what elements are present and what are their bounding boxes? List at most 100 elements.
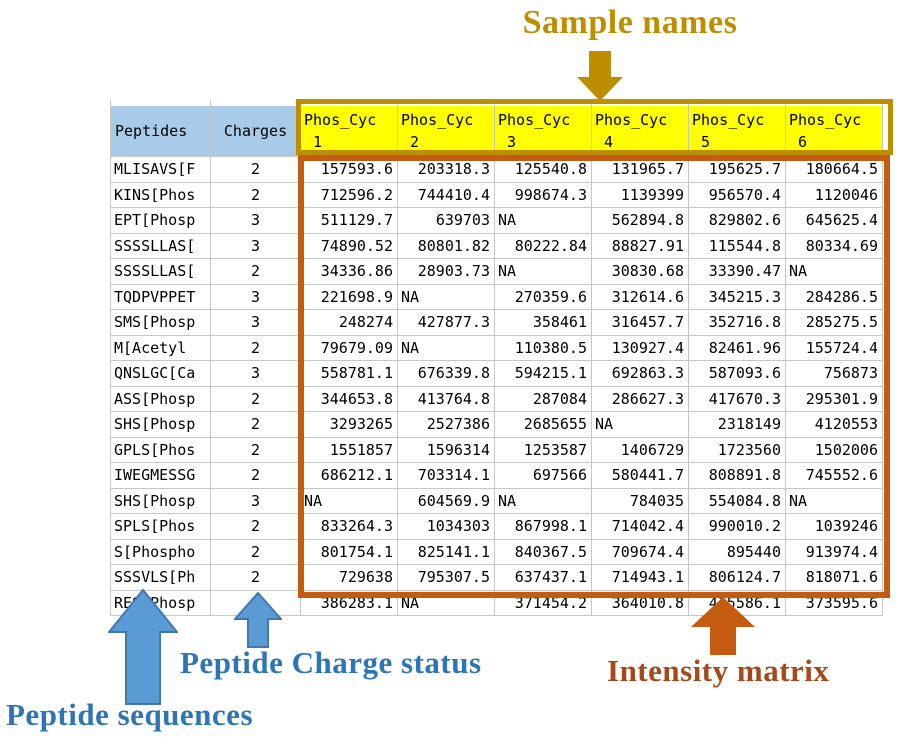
intensity-value-cell[interactable]: 554084.8: [688, 488, 786, 514]
intensity-value-cell[interactable]: 829802.6: [688, 207, 786, 234]
charge-cell[interactable]: 2: [210, 411, 301, 438]
intensity-value-cell[interactable]: 686212.1: [300, 462, 398, 489]
intensity-value-cell[interactable]: 358461: [494, 309, 592, 336]
charge-cell[interactable]: 2: [210, 539, 301, 565]
intensity-value-cell[interactable]: 110380.5: [494, 335, 592, 361]
intensity-value-cell[interactable]: 180664.5: [785, 156, 883, 183]
charge-cell[interactable]: 3: [210, 360, 301, 387]
intensity-value-cell[interactable]: 692863.3: [591, 360, 689, 387]
intensity-value-cell[interactable]: 703314.1: [397, 462, 495, 489]
intensity-value-cell[interactable]: 30830.68: [591, 258, 689, 285]
intensity-value-cell[interactable]: 221698.9: [300, 284, 398, 310]
peptide-cell[interactable]: IWEGMESSG: [110, 462, 211, 489]
peptides-column-header[interactable]: Peptides: [110, 106, 211, 157]
intensity-value-cell[interactable]: 795307.5: [397, 564, 495, 591]
intensity-value-cell[interactable]: 88827.91: [591, 233, 689, 259]
intensity-value-cell[interactable]: 756873: [785, 360, 883, 387]
intensity-value-cell[interactable]: 998674.3: [494, 182, 592, 208]
intensity-value-cell[interactable]: 639703: [397, 207, 495, 234]
intensity-value-cell[interactable]: 295301.9: [785, 386, 883, 412]
charge-cell[interactable]: 3: [210, 488, 301, 514]
intensity-value-cell[interactable]: 285275.5: [785, 309, 883, 336]
intensity-value-cell[interactable]: NA: [494, 258, 592, 285]
intensity-value-cell[interactable]: 413764.8: [397, 386, 495, 412]
peptide-cell[interactable]: SHS[Phosp: [110, 488, 211, 514]
intensity-value-cell[interactable]: 312614.6: [591, 284, 689, 310]
intensity-value-cell[interactable]: 270359.6: [494, 284, 592, 310]
intensity-value-cell[interactable]: 373595.6: [785, 590, 883, 616]
peptide-cell[interactable]: EPT[Phosp: [110, 207, 211, 234]
intensity-value-cell[interactable]: 801754.1: [300, 539, 398, 565]
charge-cell[interactable]: 2: [210, 182, 301, 208]
intensity-value-cell[interactable]: 1139399: [591, 182, 689, 208]
sample-column-header[interactable]: Phos_Cyc_6: [785, 106, 883, 157]
intensity-value-cell[interactable]: 808891.8: [688, 462, 786, 489]
intensity-value-cell[interactable]: 130927.4: [591, 335, 689, 361]
intensity-value-cell[interactable]: 287084: [494, 386, 592, 412]
sample-column-header[interactable]: Phos_Cyc_2: [397, 106, 495, 157]
intensity-value-cell[interactable]: 28903.73: [397, 258, 495, 285]
intensity-value-cell[interactable]: 562894.8: [591, 207, 689, 234]
intensity-value-cell[interactable]: 825141.1: [397, 539, 495, 565]
intensity-value-cell[interactable]: 2685655: [494, 411, 592, 438]
sample-column-header[interactable]: Phos_Cyc_5: [688, 106, 786, 157]
intensity-value-cell[interactable]: 74890.52: [300, 233, 398, 259]
intensity-value-cell[interactable]: 80334.69: [785, 233, 883, 259]
intensity-value-cell[interactable]: 157593.6: [300, 156, 398, 183]
intensity-value-cell[interactable]: NA: [785, 258, 883, 285]
intensity-value-cell[interactable]: 1723560: [688, 437, 786, 463]
intensity-value-cell[interactable]: 511129.7: [300, 207, 398, 234]
intensity-value-cell[interactable]: NA: [300, 488, 398, 514]
intensity-value-cell[interactable]: NA: [397, 590, 495, 616]
peptide-cell[interactable]: GPLS[Phos: [110, 437, 211, 463]
intensity-value-cell[interactable]: 1253587: [494, 437, 592, 463]
charges-column-header[interactable]: Charges: [210, 106, 301, 157]
intensity-value-cell[interactable]: 1502006: [785, 437, 883, 463]
charge-cell[interactable]: 2: [210, 564, 301, 591]
peptide-cell[interactable]: QNSLGC[Ca: [110, 360, 211, 387]
peptide-cell[interactable]: SPLS[Phos: [110, 513, 211, 540]
sample-column-header[interactable]: Phos_Cyc_3: [494, 106, 592, 157]
intensity-value-cell[interactable]: 744410.4: [397, 182, 495, 208]
intensity-value-cell[interactable]: 1596314: [397, 437, 495, 463]
intensity-value-cell[interactable]: 840367.5: [494, 539, 592, 565]
intensity-value-cell[interactable]: 645625.4: [785, 207, 883, 234]
sample-column-header[interactable]: Phos_Cyc_1: [300, 106, 398, 157]
intensity-value-cell[interactable]: 248274: [300, 309, 398, 336]
charge-cell[interactable]: 3: [210, 309, 301, 336]
intensity-value-cell[interactable]: NA: [494, 207, 592, 234]
intensity-value-cell[interactable]: 364010.8: [591, 590, 689, 616]
intensity-value-cell[interactable]: 1406729: [591, 437, 689, 463]
intensity-value-cell[interactable]: 587093.6: [688, 360, 786, 387]
intensity-value-cell[interactable]: 637437.1: [494, 564, 592, 591]
intensity-value-cell[interactable]: 79679.09: [300, 335, 398, 361]
intensity-value-cell[interactable]: 712596.2: [300, 182, 398, 208]
peptide-cell[interactable]: S[Phospho: [110, 539, 211, 565]
intensity-value-cell[interactable]: 580441.7: [591, 462, 689, 489]
charge-cell[interactable]: 2: [210, 156, 301, 183]
peptide-cell[interactable]: KINS[Phos: [110, 182, 211, 208]
intensity-value-cell[interactable]: 956570.4: [688, 182, 786, 208]
charge-cell[interactable]: 3: [210, 233, 301, 259]
intensity-value-cell[interactable]: 34336.86: [300, 258, 398, 285]
intensity-value-cell[interactable]: 125540.8: [494, 156, 592, 183]
intensity-value-cell[interactable]: 2318149: [688, 411, 786, 438]
peptide-cell[interactable]: MLISAVS[F: [110, 156, 211, 183]
intensity-value-cell[interactable]: 344653.8: [300, 386, 398, 412]
charge-cell[interactable]: 2: [210, 386, 301, 412]
intensity-value-cell[interactable]: 284286.5: [785, 284, 883, 310]
intensity-value-cell[interactable]: 745552.6: [785, 462, 883, 489]
intensity-value-cell[interactable]: 33390.47: [688, 258, 786, 285]
intensity-value-cell[interactable]: 990010.2: [688, 513, 786, 540]
intensity-value-cell[interactable]: NA: [591, 411, 689, 438]
charge-cell[interactable]: 3: [210, 207, 301, 234]
intensity-value-cell[interactable]: 417670.3: [688, 386, 786, 412]
intensity-value-cell[interactable]: 4120553: [785, 411, 883, 438]
intensity-value-cell[interactable]: 558781.1: [300, 360, 398, 387]
peptide-cell[interactable]: SSSSLLAS[: [110, 258, 211, 285]
intensity-value-cell[interactable]: 833264.3: [300, 513, 398, 540]
charge-cell[interactable]: 3: [210, 284, 301, 310]
intensity-value-cell[interactable]: 115544.8: [688, 233, 786, 259]
intensity-value-cell[interactable]: NA: [397, 335, 495, 361]
intensity-value-cell[interactable]: 2527386: [397, 411, 495, 438]
